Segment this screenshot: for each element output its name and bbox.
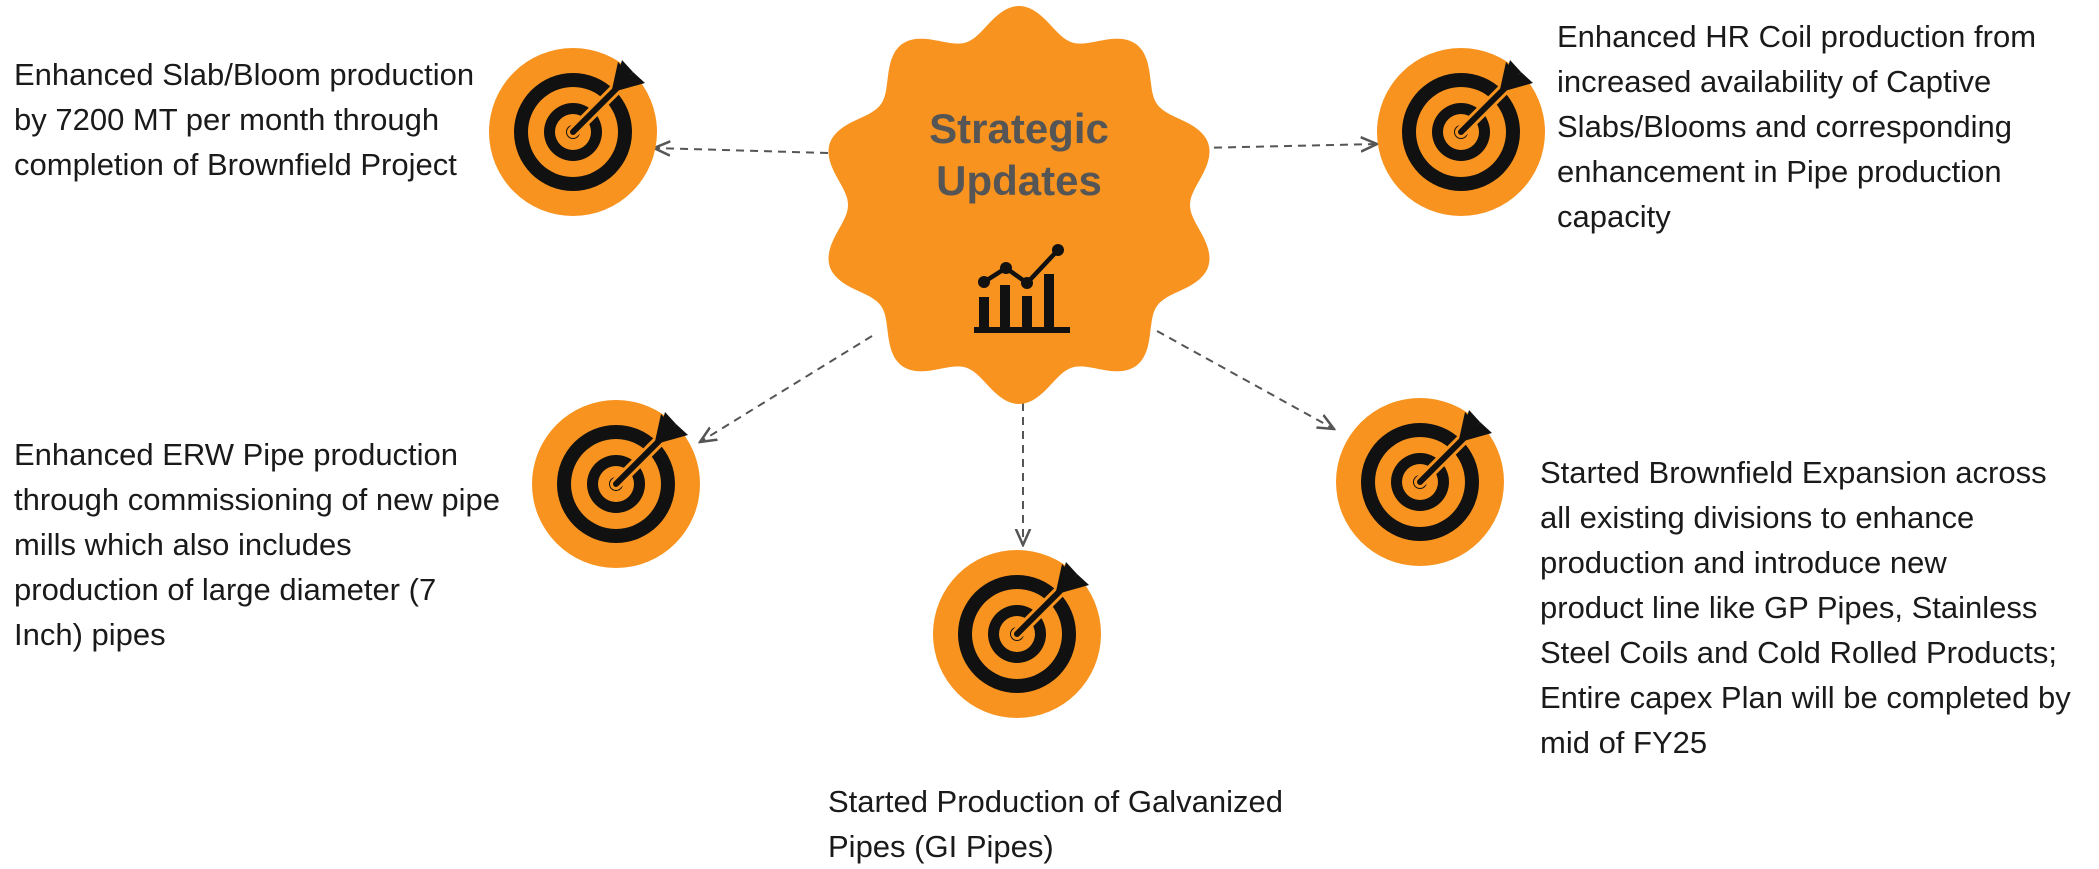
target-with-dart-icon [933,550,1101,718]
item-top-right-text: Enhanced HR Coil production from increas… [1557,19,2037,234]
item-top-left-text: Enhanced Slab/Bloom production by 7200 M… [14,57,475,182]
target-with-dart-icon [1377,48,1545,216]
center-title-line1: Strategic [929,105,1109,152]
item-middle-left-text: Enhanced ERW Pipe production through com… [14,437,500,652]
connector-middle-left [700,335,873,442]
connector-top-right [1199,144,1377,148]
connector-bottom-right [1156,330,1334,429]
target-with-dart-icon [1336,398,1504,566]
item-bottom-text: Started Production of Galvanized Pipes (… [828,784,1283,864]
target-with-dart-icon [532,400,700,568]
center-title-line2: Updates [936,157,1102,204]
growth-chart-icon [974,244,1070,333]
center-badge [828,6,1210,404]
connector-top-left [654,148,829,153]
item-bottom-right-text: Started Brownfield Expansion across all … [1540,455,2071,760]
